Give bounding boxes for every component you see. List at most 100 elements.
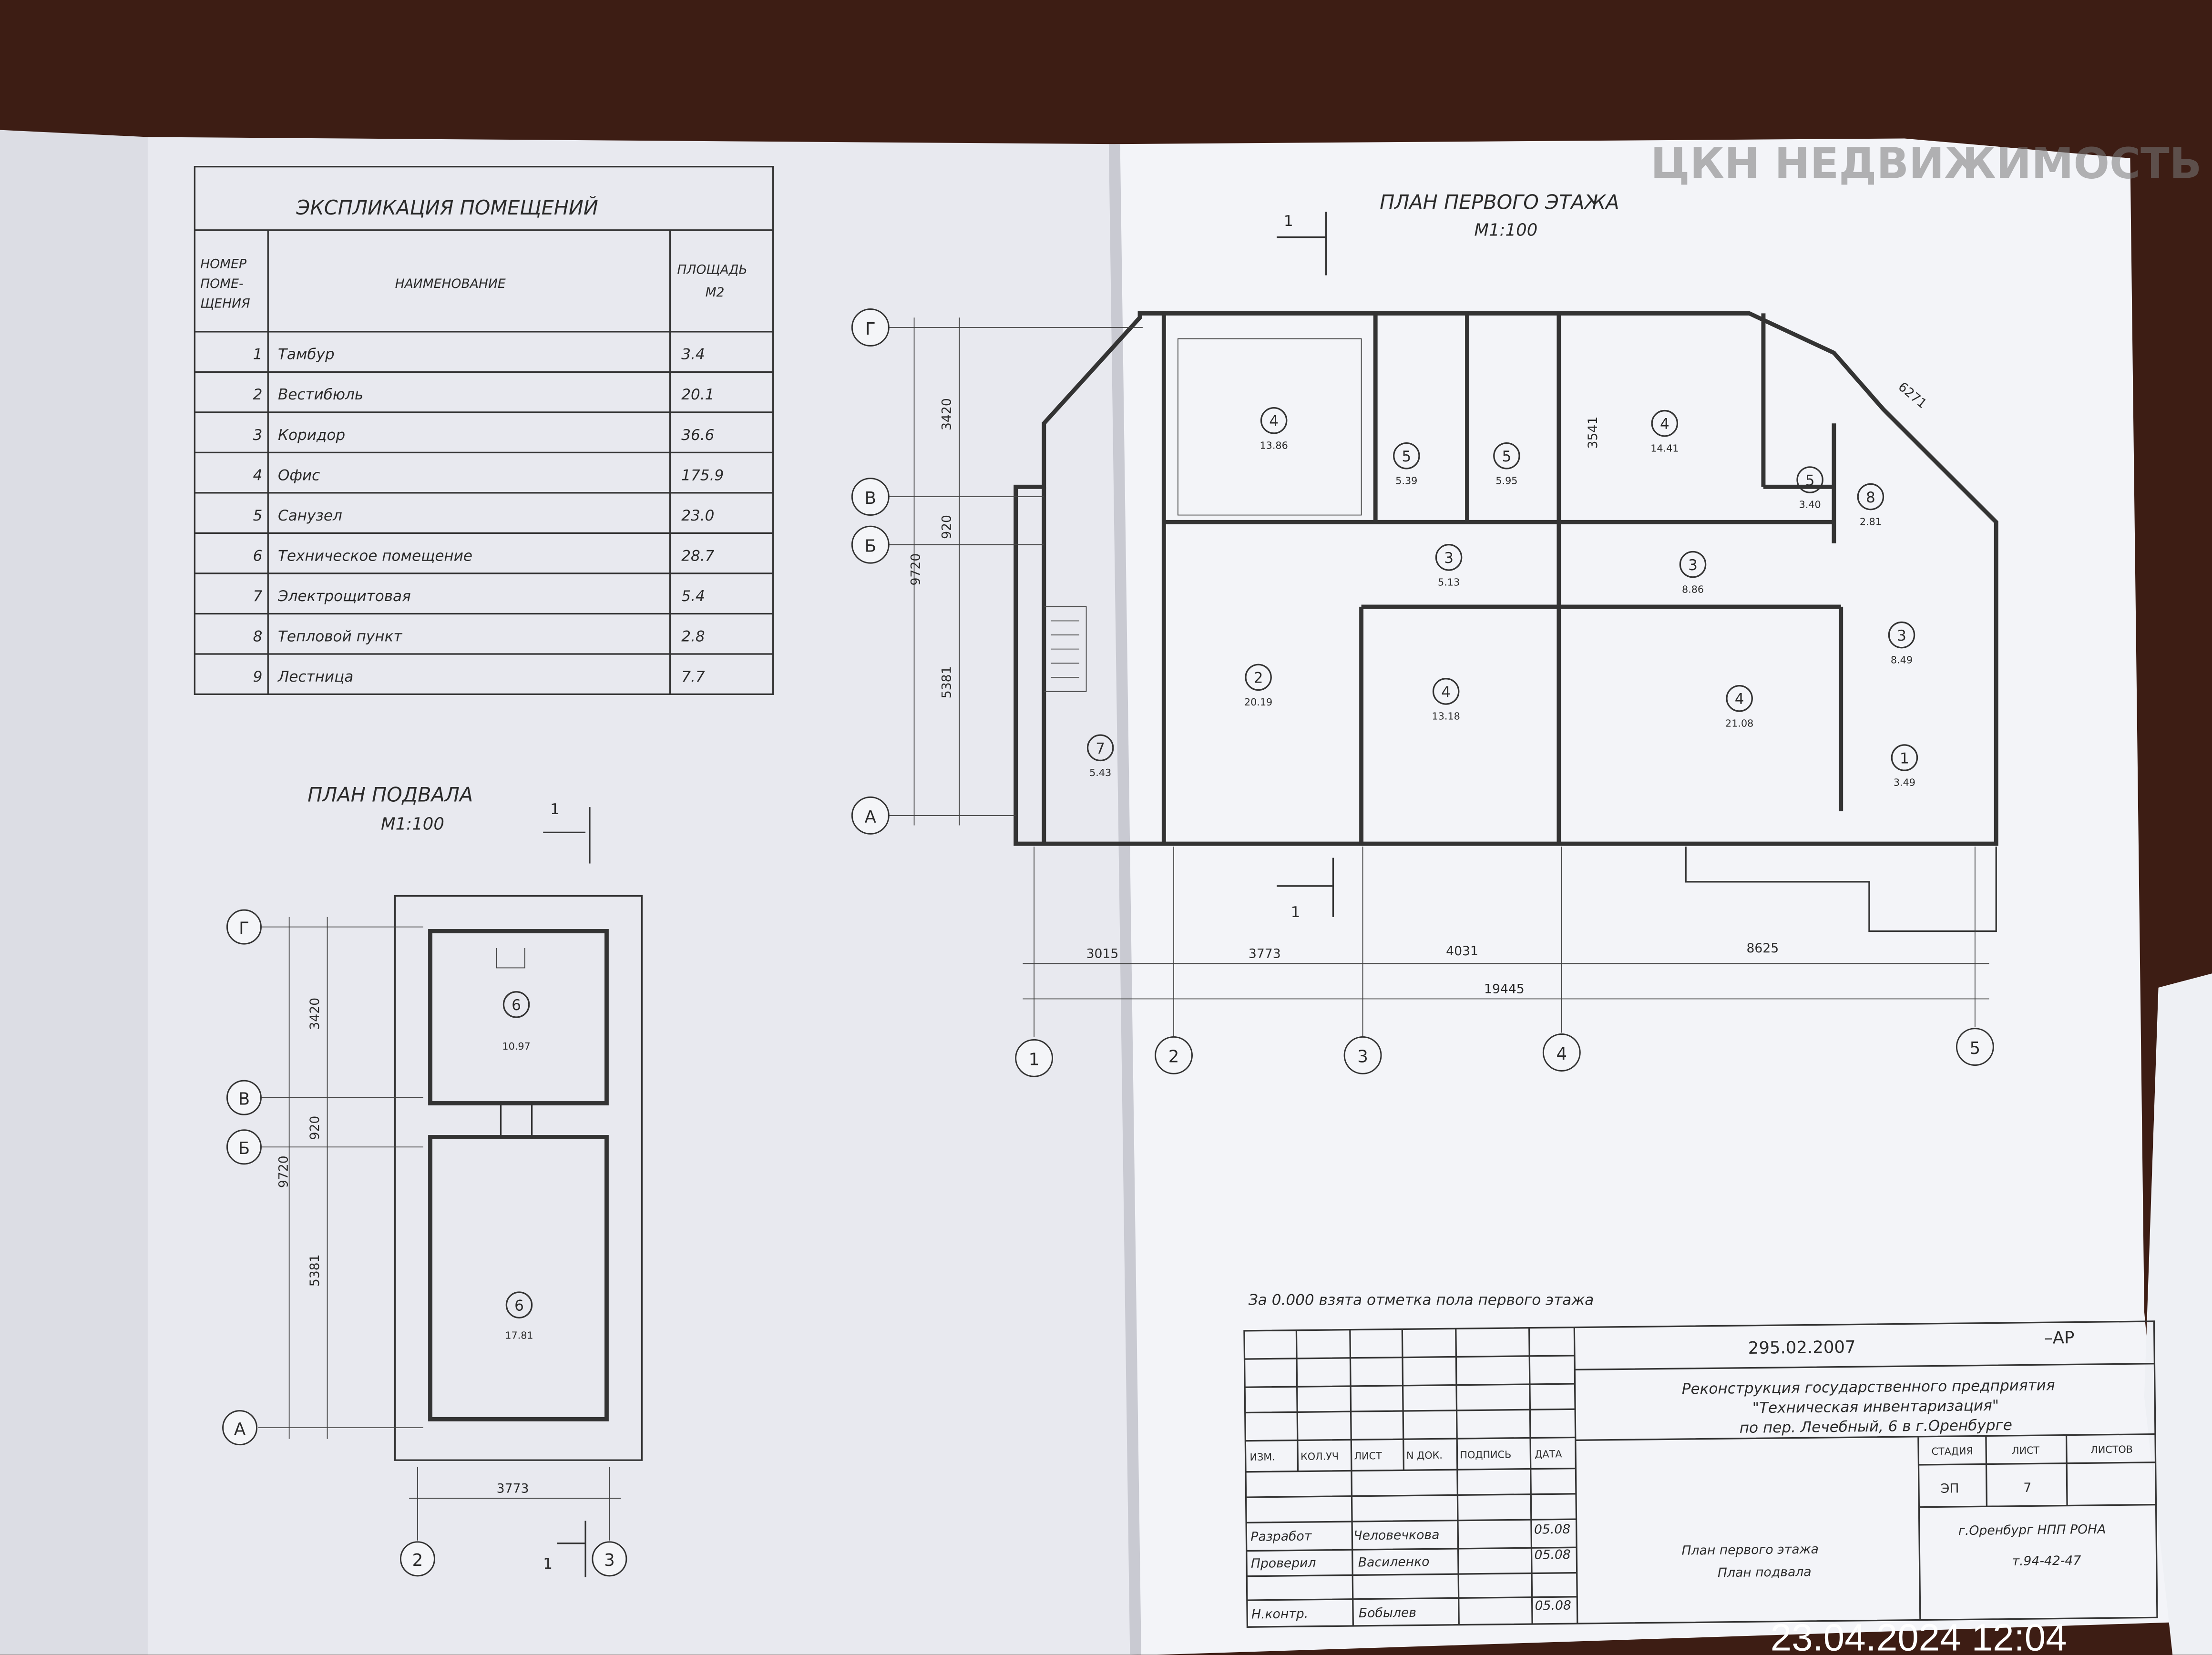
axis-label: 2 <box>1168 1047 1179 1067</box>
dimension: 5381 <box>939 666 954 698</box>
room-number: 7 <box>253 588 263 605</box>
room-number: 4 <box>1735 691 1744 708</box>
room-name: Электрощитовая <box>277 588 411 605</box>
room-number: 3 <box>1688 557 1698 574</box>
sheet-title: План подвала <box>1718 1564 1812 1580</box>
room-number: 4 <box>1441 684 1451 701</box>
axis-label: 3 <box>1357 1047 1368 1067</box>
room-number: 4 <box>253 467 263 484</box>
table-row: 6 Техническое помещение 28.7 <box>253 547 715 564</box>
stage-header: СТАДИЯ <box>1931 1445 1973 1457</box>
room-area: 8.49 <box>1891 654 1913 665</box>
axis-label: А <box>234 1420 246 1439</box>
room-area: 20.1 <box>681 386 714 403</box>
section-mark: 1 <box>550 801 560 818</box>
room-area: 20.19 <box>1244 696 1272 708</box>
dimension: 9720 <box>276 1155 291 1188</box>
room-label: 55.39 <box>1393 442 1420 486</box>
axis-label: 2 <box>412 1551 423 1570</box>
room-label: 75.43 <box>1086 734 1114 778</box>
dimension: 3773 <box>1249 947 1281 961</box>
room-number: 6 <box>512 997 521 1014</box>
extra-sheet <box>2144 973 2212 1655</box>
under-sheet <box>0 130 148 1655</box>
room-number: 1 <box>253 346 263 363</box>
dimension: 4031 <box>1446 944 1478 959</box>
axis-label: Г <box>865 319 876 339</box>
column-header: ДАТА <box>1535 1448 1562 1460</box>
sheet-header: ЛИСТ <box>2012 1445 2040 1457</box>
room-area: 17.81 <box>505 1330 533 1341</box>
header-name: НАИМЕНОВАНИЕ <box>395 276 506 291</box>
room-number: 5 <box>1402 448 1411 465</box>
axis-label: Г <box>239 919 249 938</box>
dimension: 9720 <box>908 553 923 586</box>
drawing-suffix: –АР <box>2044 1328 2075 1348</box>
room-area: 3.40 <box>1799 499 1821 511</box>
room-number: 6 <box>514 1297 524 1315</box>
first-floor-plan: ПЛАН ПЕРВОГО ЭТАЖА М1:100 1 413.8655.395… <box>851 191 1998 1077</box>
first-floor-scale: М1:100 <box>1474 221 1537 240</box>
room-label: 55.95 <box>1493 442 1520 486</box>
room-area: 14.41 <box>1650 442 1679 454</box>
header-number-1: НОМЕР <box>200 257 246 272</box>
table-row: 1 Тамбур 3.4 <box>253 346 705 363</box>
room-name: Тамбур <box>278 346 335 363</box>
axis-label: 1 <box>1029 1050 1040 1070</box>
room-area: 8.86 <box>1682 583 1704 595</box>
room-label: 220.19 <box>1244 664 1272 708</box>
room-number: 9 <box>253 668 263 685</box>
room-number: 8 <box>253 628 263 645</box>
elevation-note: За 0.000 взята отметка пола первого этаж… <box>1249 1292 1594 1309</box>
photo-timestamp: 23.04.2024 12:04 <box>1771 1616 2067 1655</box>
room-number: 2 <box>253 386 263 403</box>
room-label: 13.49 <box>1891 744 1918 788</box>
basement-scale: М1:100 <box>381 814 444 834</box>
room-area: 23.0 <box>681 507 714 524</box>
phone: т.94-42-47 <box>2012 1553 2081 1569</box>
room-number: 4 <box>1660 416 1669 433</box>
column-header: ПОДПИСЬ <box>1460 1449 1511 1461</box>
room-number: 7 <box>1096 740 1105 757</box>
project-line: "Техническая инвентаризация" <box>1752 1397 1999 1417</box>
room-label: 38.86 <box>1679 551 1707 595</box>
dimension: 3541 <box>1586 417 1600 449</box>
room-label: 82.81 <box>1857 483 1884 527</box>
room-area: 5.4 <box>681 588 705 605</box>
header-area-1: ПЛОЩАДЬ <box>677 263 747 277</box>
room-number: 6 <box>253 547 263 564</box>
dimension: 5381 <box>307 1254 322 1287</box>
room-label: 413.86 <box>1260 407 1288 451</box>
watermark-logo: ЦКН НЕДВИЖИМОСТЬ <box>1650 139 2202 188</box>
room-number: 5 <box>1502 448 1512 465</box>
room-area: 13.86 <box>1260 439 1288 451</box>
axis-label: В <box>865 489 876 508</box>
room-area: 3.4 <box>681 346 705 363</box>
dimension: 19445 <box>1484 982 1525 997</box>
room-area: 175.9 <box>681 467 724 484</box>
dimension: 920 <box>939 515 954 539</box>
right-page <box>1114 138 2173 1655</box>
room-number: 2 <box>1254 670 1263 687</box>
room-label: 53.40 <box>1796 466 1823 511</box>
axis-label: 3 <box>604 1551 615 1570</box>
room-area: 2.81 <box>1860 516 1882 527</box>
room-name: Вестибюль <box>278 386 363 403</box>
organization: г.Оренбург НПП РОНА <box>1958 1522 2106 1538</box>
section-mark: 1 <box>1291 904 1301 921</box>
dimension: 3420 <box>939 398 954 430</box>
room-area: 5.95 <box>1495 475 1517 486</box>
dimension: 3773 <box>497 1481 529 1496</box>
column-header: КОЛ.УЧ <box>1301 1451 1339 1462</box>
room-area: 3.49 <box>1894 777 1915 788</box>
stage-value: ЭП <box>1941 1481 1959 1496</box>
header-area-2: М2 <box>706 285 725 300</box>
room-label: 413.18 <box>1432 678 1460 722</box>
role: Н.контр. <box>1251 1606 1308 1622</box>
room-area: 28.7 <box>681 547 714 564</box>
room-name: Техническое помещение <box>278 547 472 564</box>
